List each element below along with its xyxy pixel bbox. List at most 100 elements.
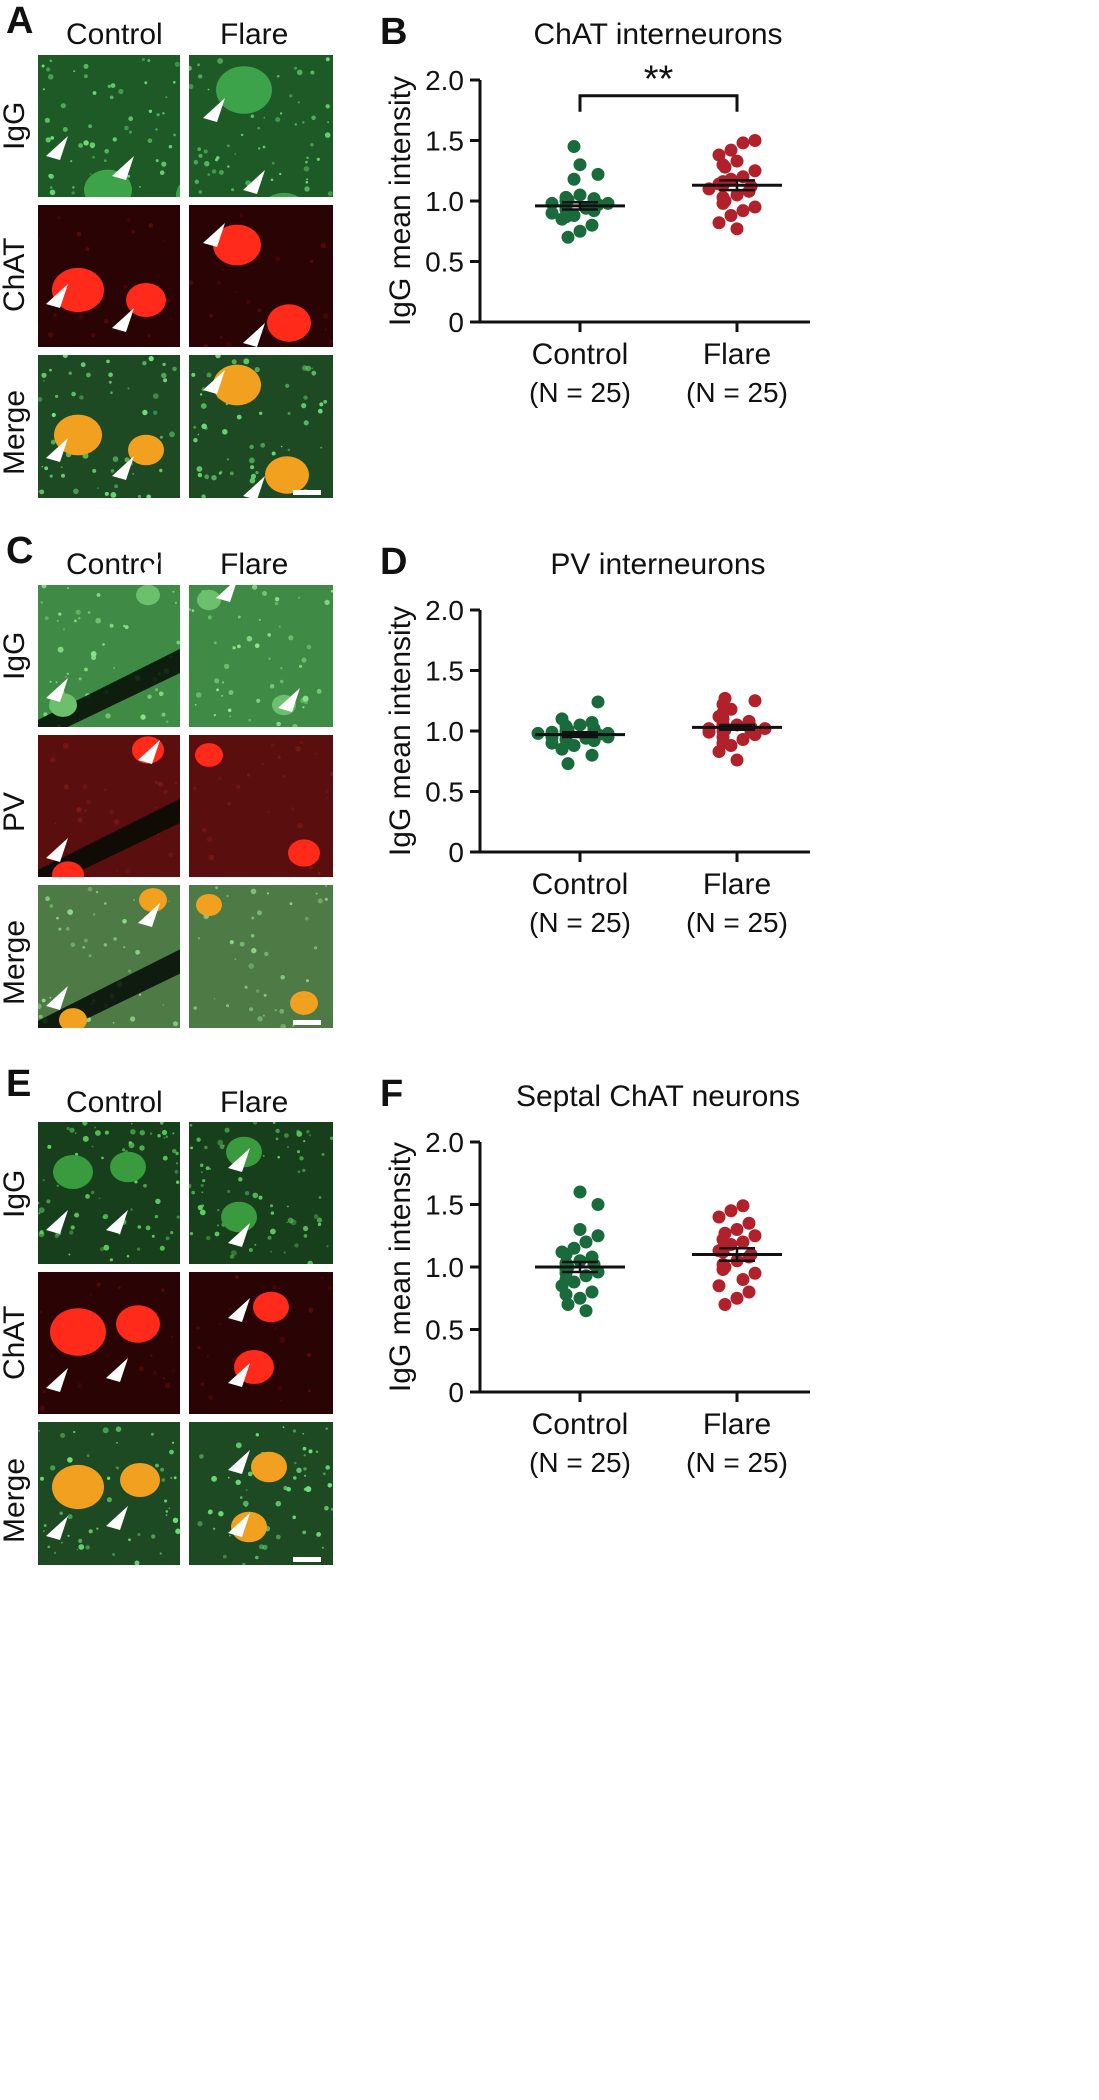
speckle [268, 657, 271, 660]
y-tick-label: 0.5 [425, 777, 464, 808]
speckle [272, 1122, 276, 1124]
speckle [275, 117, 281, 123]
speckle [83, 938, 88, 943]
speckle [44, 616, 49, 621]
speckle [219, 336, 223, 339]
data-point [573, 1223, 587, 1236]
speckle [286, 1221, 288, 1224]
speckle [327, 191, 333, 197]
speckle [109, 623, 114, 628]
speckle [112, 137, 118, 142]
speckle [303, 395, 308, 400]
speckle [191, 609, 195, 612]
data-point [579, 1304, 593, 1318]
speckle [165, 1135, 169, 1138]
speckle [275, 1137, 279, 1141]
x-tick-label: Control [532, 1408, 629, 1441]
speckle [262, 1544, 268, 1550]
speckle [200, 403, 207, 409]
data-point [591, 1198, 605, 1211]
cell-body [52, 1464, 104, 1510]
speckle [68, 371, 72, 375]
cell-body [126, 283, 166, 317]
speckle [78, 1538, 83, 1543]
micrograph-background [189, 1422, 333, 1565]
speckle [224, 1127, 230, 1133]
speckle [87, 886, 93, 892]
speckle [130, 1129, 136, 1135]
speckle [168, 145, 173, 149]
speckle [224, 663, 230, 669]
speckle [110, 492, 117, 498]
speckle [173, 1476, 177, 1480]
speckle [49, 680, 52, 683]
speckle [165, 1236, 170, 1241]
speckle [297, 101, 300, 104]
cell-body [251, 1451, 287, 1483]
speckle [197, 1205, 203, 1211]
speckle [128, 1142, 135, 1149]
speckle [249, 457, 255, 464]
y-tick-label: 0.5 [425, 1315, 464, 1346]
speckle [193, 425, 197, 429]
speckle [324, 897, 328, 901]
speckle [239, 213, 244, 218]
speckle [234, 958, 237, 961]
speckle [88, 124, 92, 129]
data-point [736, 1235, 750, 1249]
speckle [327, 121, 329, 124]
speckle [165, 96, 168, 99]
speckle [45, 67, 51, 72]
speckle [55, 681, 58, 684]
significance-marker: ** [644, 59, 674, 101]
speckle [152, 1370, 158, 1375]
speckle [302, 121, 305, 124]
speckle [96, 593, 101, 597]
speckle [147, 138, 153, 143]
cell-body [213, 224, 261, 266]
speckle [252, 1122, 258, 1125]
speckle [255, 989, 260, 993]
speckle [108, 372, 113, 378]
speckle [240, 1496, 243, 1499]
data-point [716, 196, 730, 210]
speckle [320, 446, 323, 449]
speckle [189, 65, 192, 71]
speckle [94, 1126, 97, 1129]
speckle [170, 1335, 174, 1339]
speckle [197, 1345, 201, 1350]
speckle [280, 975, 285, 980]
speckle [204, 474, 210, 480]
speckle [255, 1555, 259, 1560]
speckle [42, 88, 45, 91]
speckle [222, 429, 228, 435]
speckle [222, 269, 225, 271]
speckle [194, 703, 197, 706]
speckle [270, 1211, 275, 1215]
data-point [724, 143, 738, 157]
speckle [231, 188, 235, 192]
speckle [117, 329, 122, 334]
speckle [235, 291, 238, 294]
speckle [321, 1153, 325, 1156]
speckle [279, 1008, 285, 1014]
speckle [214, 1231, 220, 1237]
micrograph-a-chat-flare [189, 205, 333, 347]
y-tick-label: 1.5 [425, 126, 464, 157]
speckle [244, 1191, 250, 1196]
speckle [128, 116, 134, 122]
speckle [308, 1307, 314, 1313]
speckle [292, 723, 298, 727]
speckle [213, 641, 217, 645]
speckle [229, 1534, 231, 1537]
speckle [132, 473, 135, 475]
speckle [73, 70, 76, 73]
speckle [236, 784, 241, 789]
speckle [115, 1466, 118, 1469]
speckle [82, 784, 88, 790]
y-tick-label: 1.0 [425, 1252, 464, 1283]
speckle [80, 362, 86, 368]
sample-size-label: (N = 25) [529, 377, 631, 408]
speckle [196, 466, 203, 472]
speckle [38, 1429, 41, 1432]
